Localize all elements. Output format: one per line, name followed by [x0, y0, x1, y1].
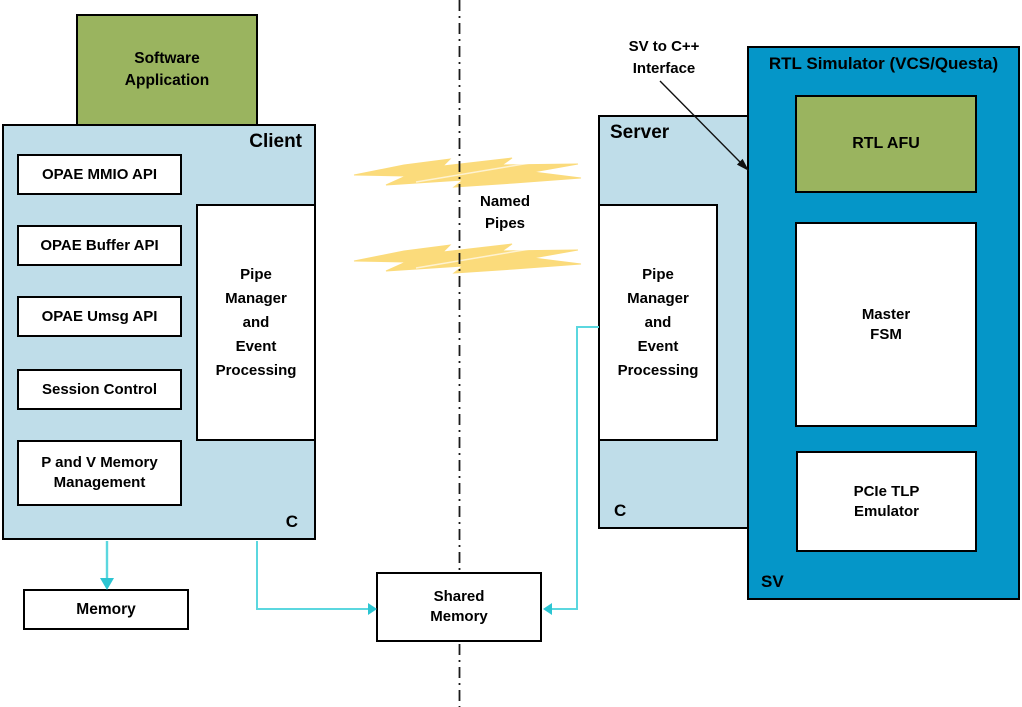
named-pipe-arrow-bottom: [353, 243, 582, 274]
server-title: Server: [610, 122, 670, 143]
client-title: Client: [249, 131, 302, 152]
opae-umsg-api-label: OPAE Umsg API: [41, 307, 158, 325]
session-control-label: Session Control: [41, 380, 157, 398]
opae-umsg-api-box: OPAE Umsg API: [17, 296, 182, 337]
opae-mmio-api-box: OPAE MMIO API: [17, 154, 182, 195]
client-memory-arrow: [100, 541, 114, 590]
memory-box: Memory: [23, 589, 189, 630]
rtl-afu-label: RTL AFU: [852, 135, 920, 152]
opae-buffer-api-label: OPAE Buffer API: [40, 236, 159, 254]
rtl-simulator-box: RTL Simulator (VCS/Questa) RTL AFU Maste…: [747, 46, 1020, 600]
sv-interface-label: SV to C++Interface: [628, 38, 700, 77]
session-control-box: Session Control: [17, 369, 182, 410]
client-box: Client OPAE MMIO API OPAE Buffer API OPA…: [2, 124, 316, 540]
opae-buffer-api-box: OPAE Buffer API: [17, 225, 182, 266]
named-pipe-arrow-top: [353, 157, 582, 188]
server-language-label: C: [614, 501, 627, 520]
opae-mmio-api-label: OPAE MMIO API: [41, 165, 157, 183]
client-shared-memory-connector: [256, 541, 377, 615]
rtl-afu-box: RTL AFU: [795, 95, 977, 193]
server-shared-memory-connector: [543, 326, 599, 615]
memory-label: Memory: [76, 600, 136, 618]
rtl-language-label: SV: [761, 572, 784, 591]
rtl-simulator-title: RTL Simulator (VCS/Questa): [768, 54, 999, 73]
client-language-label: C: [285, 512, 298, 531]
